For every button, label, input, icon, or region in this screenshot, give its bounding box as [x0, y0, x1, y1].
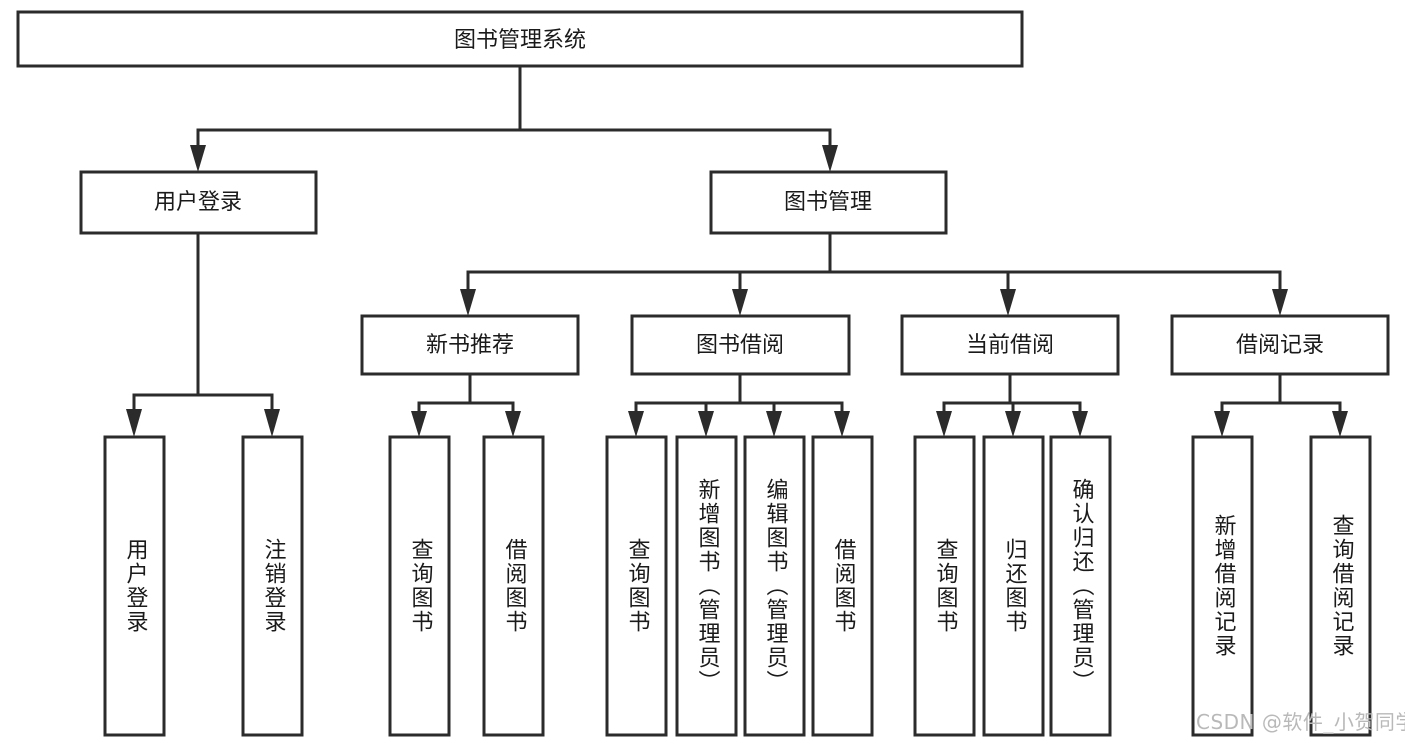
node-leaf-logout-box[interactable]: [241, 435, 304, 737]
node-root-label: 图书管理系统: [454, 28, 586, 53]
leaf-box-layer: [103, 435, 1372, 737]
arrow-head-book-manage: [822, 145, 838, 172]
node-leaf-query-book-1-box[interactable]: [388, 435, 451, 737]
node-root-box[interactable]: [16, 10, 1024, 68]
arrow-head-leaf-logout: [264, 409, 280, 437]
arrow-head-leaf-add-record: [1214, 411, 1230, 437]
node-borrow-record-box[interactable]: [1170, 314, 1390, 376]
node-current-borrow[interactable]: 当前借阅: [900, 314, 1120, 376]
node-leaf-return-book-box[interactable]: [982, 435, 1045, 737]
node-leaf-query-book-3-box[interactable]: [913, 435, 976, 737]
arrow-head-leaf-query-book-3: [936, 411, 952, 437]
arrow-head-borrow-record: [1272, 289, 1288, 316]
node-user-login-box[interactable]: [79, 170, 318, 235]
node-book-manage-label: 图书管理: [784, 190, 872, 215]
arrow-head-leaf-query-book-1: [411, 411, 427, 437]
node-leaf-borrow-book-1-box[interactable]: [482, 435, 545, 737]
node-book-borrow[interactable]: 图书借阅: [630, 314, 851, 376]
node-leaf-edit-book-box[interactable]: [743, 435, 806, 737]
node-book-manage[interactable]: 图书管理: [709, 170, 948, 235]
arrow-head-leaf-query-book-2: [628, 411, 644, 437]
node-leaf-confirm-return-box[interactable]: [1049, 435, 1112, 737]
arrow-head-leaf-add-book: [698, 411, 714, 437]
node-leaf-user-login-box[interactable]: [103, 435, 166, 737]
node-current-borrow-box[interactable]: [900, 314, 1120, 376]
node-leaf-borrow-book-2-box[interactable]: [811, 435, 874, 737]
node-leaf-add-book-box[interactable]: [675, 435, 738, 737]
node-new-book-rec-box[interactable]: [360, 314, 580, 376]
node-book-borrow-label: 图书借阅: [696, 333, 784, 358]
node-book-borrow-box[interactable]: [630, 314, 851, 376]
node-user-login-label: 用户登录: [154, 190, 242, 215]
node-root[interactable]: 图书管理系统: [16, 10, 1024, 68]
arrow-head-leaf-return-book: [1005, 411, 1021, 437]
arrow-head-leaf-borrow-book-1: [505, 411, 521, 437]
arrow-head-leaf-user-login: [126, 409, 142, 437]
arrow-head-current-borrow: [1000, 289, 1016, 316]
arrow-head-leaf-edit-book: [766, 411, 782, 437]
arrow-head-book-borrow: [732, 289, 748, 316]
arrow-head-new-book-rec: [460, 289, 476, 316]
node-leaf-query-record-box[interactable]: [1309, 435, 1372, 737]
node-user-login[interactable]: 用户登录: [79, 170, 318, 235]
node-current-borrow-label: 当前借阅: [966, 333, 1054, 358]
csdn-watermark: CSDN @软件_小贺同学: [1196, 710, 1405, 734]
arrow-head-user-login: [190, 145, 206, 172]
arrow-head-leaf-confirm-return: [1072, 411, 1088, 437]
node-borrow-record-label: 借阅记录: [1236, 333, 1324, 358]
node-new-book-rec[interactable]: 新书推荐: [360, 314, 580, 376]
node-book-manage-box[interactable]: [709, 170, 948, 235]
connector-layer: [126, 64, 1348, 437]
node-new-book-rec-label: 新书推荐: [426, 333, 514, 358]
node-leaf-query-book-2-box[interactable]: [605, 435, 668, 737]
node-leaf-add-record-box[interactable]: [1191, 435, 1254, 737]
arrow-head-leaf-borrow-book-2: [834, 411, 850, 437]
arrow-head-leaf-query-record: [1332, 411, 1348, 437]
node-borrow-record[interactable]: 借阅记录: [1170, 314, 1390, 376]
